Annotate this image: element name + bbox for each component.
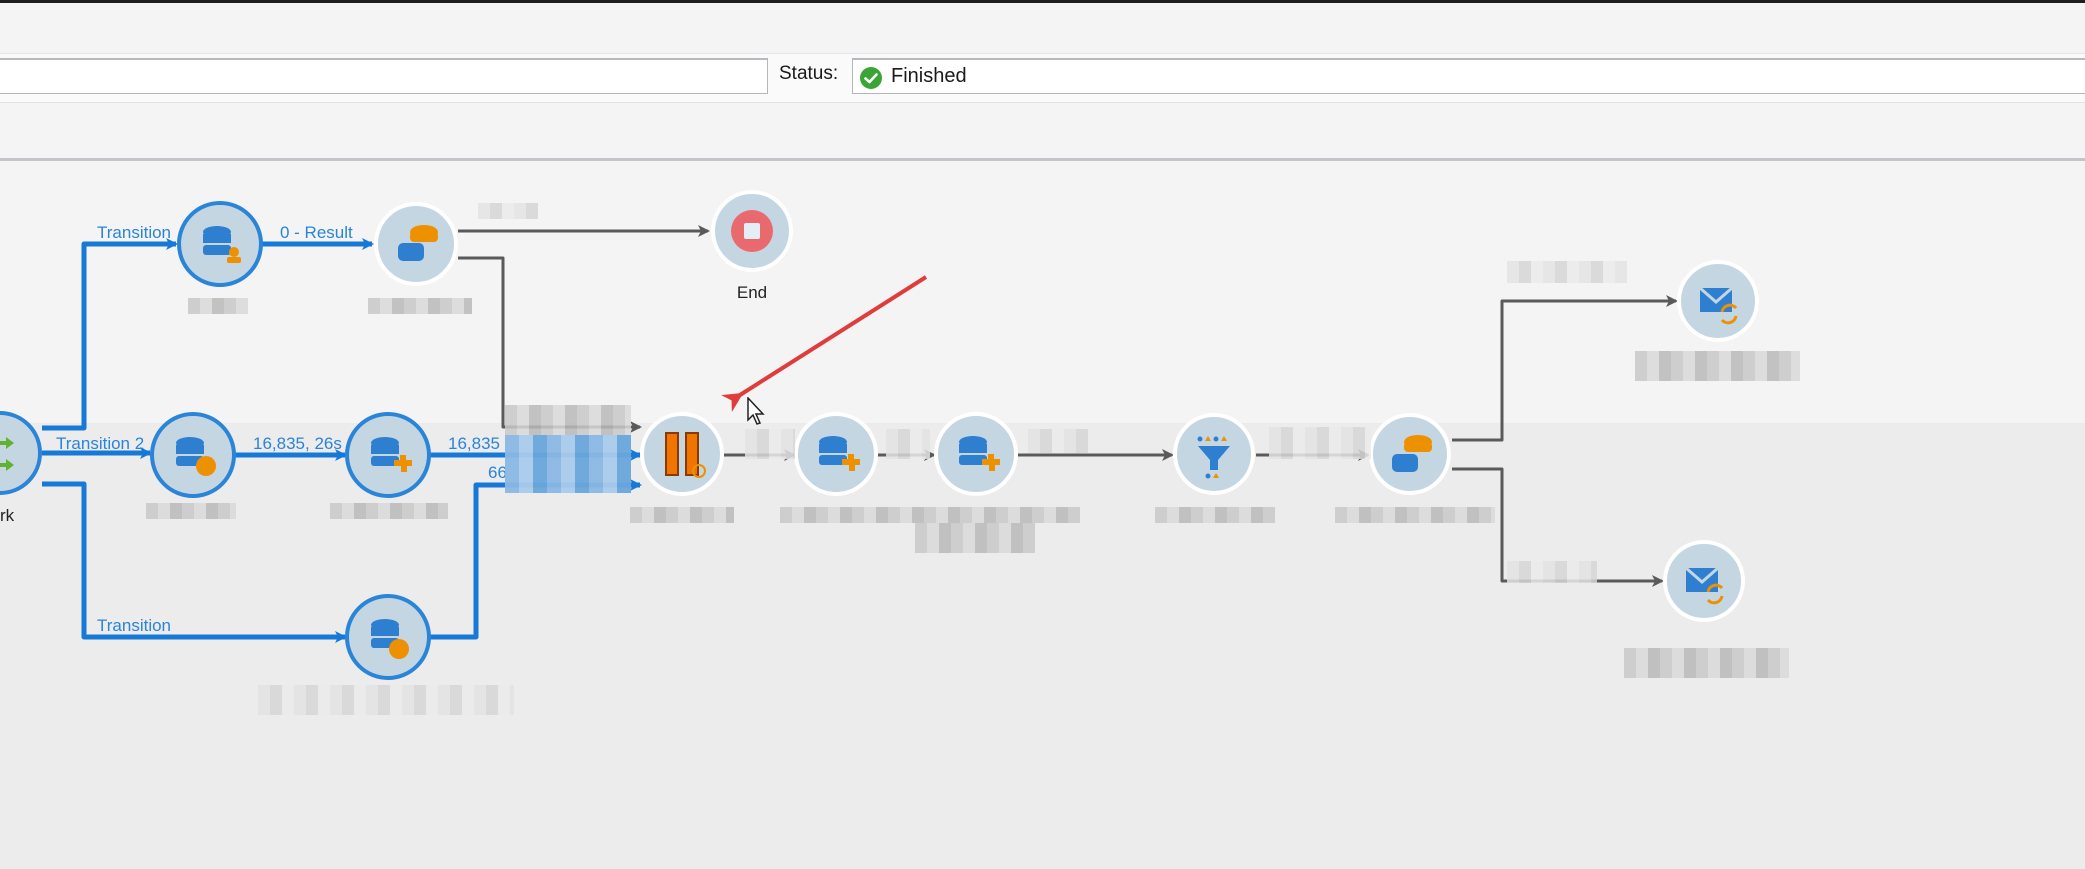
workflow-name-input[interactable] bbox=[0, 58, 768, 94]
redacted-label bbox=[630, 507, 734, 523]
redacted-label bbox=[1155, 507, 1275, 523]
redacted-label bbox=[1335, 507, 1495, 523]
redacted-label bbox=[1635, 351, 1800, 381]
redacted-label bbox=[886, 429, 930, 459]
window-top-border bbox=[0, 0, 2085, 3]
transition-start-top1 bbox=[42, 238, 178, 431]
node-split1[interactable] bbox=[794, 412, 878, 496]
node-email2[interactable] bbox=[1663, 540, 1745, 622]
node-mid2[interactable] bbox=[345, 412, 431, 498]
node-start[interactable]: rk bbox=[0, 411, 42, 525]
redacted-label bbox=[146, 503, 236, 519]
workflow-diagram: Transition 0 - Result Transition 2 16,83… bbox=[0, 190, 1759, 680]
node-end[interactable]: End bbox=[711, 190, 793, 302]
svg-text:16,835: 16,835 bbox=[448, 434, 500, 453]
svg-text:End: End bbox=[737, 283, 767, 302]
svg-text:Transition: Transition bbox=[97, 223, 171, 242]
toolbar-separator bbox=[0, 158, 2085, 161]
redacted-label bbox=[1269, 427, 1371, 459]
node-top1[interactable] bbox=[177, 201, 263, 287]
node-pause[interactable] bbox=[640, 412, 724, 496]
redacted-label bbox=[478, 203, 538, 219]
redacted-label bbox=[188, 298, 248, 314]
redacted-label bbox=[258, 685, 514, 715]
properties-row: Status: Finished bbox=[0, 54, 2085, 102]
redacted-label bbox=[1624, 648, 1789, 678]
node-bottom[interactable] bbox=[345, 594, 431, 680]
redacted-label bbox=[505, 405, 631, 435]
toolbar bbox=[0, 102, 2085, 160]
redacted-label bbox=[780, 507, 1080, 523]
redacted-label bbox=[330, 503, 448, 519]
status-value: Finished bbox=[891, 65, 967, 87]
annotation-arrow bbox=[721, 275, 928, 413]
redacted-label bbox=[1028, 429, 1088, 453]
svg-text:rk: rk bbox=[0, 506, 15, 525]
redacted-label bbox=[1507, 261, 1627, 283]
redacted-label bbox=[1507, 561, 1597, 583]
svg-text:0 - Result: 0 - Result bbox=[280, 223, 353, 242]
node-save[interactable] bbox=[1369, 413, 1451, 495]
node-email1[interactable] bbox=[1677, 260, 1759, 342]
node-top2[interactable] bbox=[374, 202, 458, 286]
svg-text:Transition: Transition bbox=[97, 616, 171, 635]
status-label: Status: bbox=[779, 63, 839, 84]
header-area bbox=[0, 3, 2085, 54]
status-field: Finished bbox=[852, 58, 2085, 94]
redacted-label bbox=[745, 429, 795, 459]
workflow-canvas[interactable]: Transition 0 - Result Transition 2 16,83… bbox=[0, 161, 2085, 869]
svg-text:16,835, 26s: 16,835, 26s bbox=[253, 434, 342, 453]
transition-start-bottom bbox=[42, 481, 347, 643]
node-mid1[interactable] bbox=[150, 412, 236, 498]
svg-text:Transition 2: Transition 2 bbox=[56, 434, 144, 453]
check-circle-icon bbox=[860, 67, 882, 89]
node-split2[interactable] bbox=[934, 412, 1018, 496]
redacted-label bbox=[915, 523, 1035, 553]
redacted-label bbox=[505, 435, 631, 493]
transition-bottom-pause bbox=[430, 479, 642, 640]
redacted-label bbox=[368, 298, 472, 314]
svg-text:66: 66 bbox=[488, 463, 507, 482]
node-filter[interactable] bbox=[1173, 413, 1255, 495]
mouse-cursor-icon bbox=[747, 397, 765, 425]
